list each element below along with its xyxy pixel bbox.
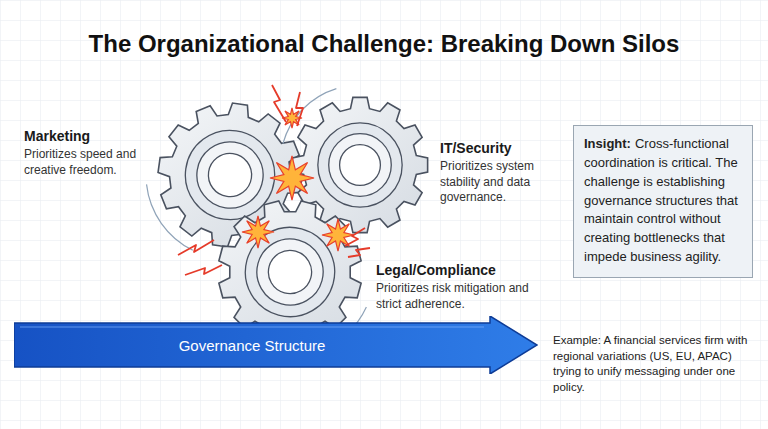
rotation-arc — [147, 184, 193, 250]
heading: Legal/Compliance — [376, 262, 536, 278]
heading: IT/Security — [440, 140, 560, 156]
gear-ring — [193, 138, 268, 213]
insight-text: Insight:Cross-functional coordination is… — [584, 135, 743, 267]
gear-ring — [264, 246, 317, 299]
gear-ring — [318, 123, 402, 207]
arrow-label: Governance Structure — [179, 337, 326, 354]
description: Prioritizes system stability and data go… — [440, 159, 560, 206]
description: Prioritizes speed and creative freedom. — [24, 147, 148, 178]
spark-bolt — [296, 92, 303, 126]
insight-box: Insight:Cross-functional coordination is… — [573, 125, 753, 278]
insight-body: Cross-functional coordination is critica… — [584, 136, 738, 264]
title: The Organizational Challenge: Breaking D… — [0, 30, 768, 58]
gear-ring — [340, 145, 381, 186]
arrow-body — [14, 316, 537, 374]
spark — [242, 216, 274, 248]
insight-heading: Insight: — [584, 136, 631, 151]
spark-bolt — [185, 265, 222, 275]
arrow-highlight — [20, 327, 484, 328]
example-note: Example: A financial services firm with … — [553, 333, 758, 395]
heading: Marketing — [24, 128, 148, 144]
spark — [322, 219, 354, 251]
gear-ring — [249, 231, 330, 312]
description: Prioritizes risk mitigation and strict a… — [376, 281, 536, 312]
governance-arrow: Governance Structure — [14, 316, 538, 374]
spark-bolt — [178, 240, 214, 255]
gear-ring — [206, 151, 255, 200]
spark — [270, 156, 314, 200]
spark-bolt — [345, 228, 365, 246]
arrow-text-box: Governance Structure — [14, 316, 490, 374]
rotation-arc — [283, 89, 336, 144]
spark-bolt — [348, 248, 370, 257]
gear-ring — [329, 134, 392, 197]
spark-bolt — [272, 85, 286, 122]
